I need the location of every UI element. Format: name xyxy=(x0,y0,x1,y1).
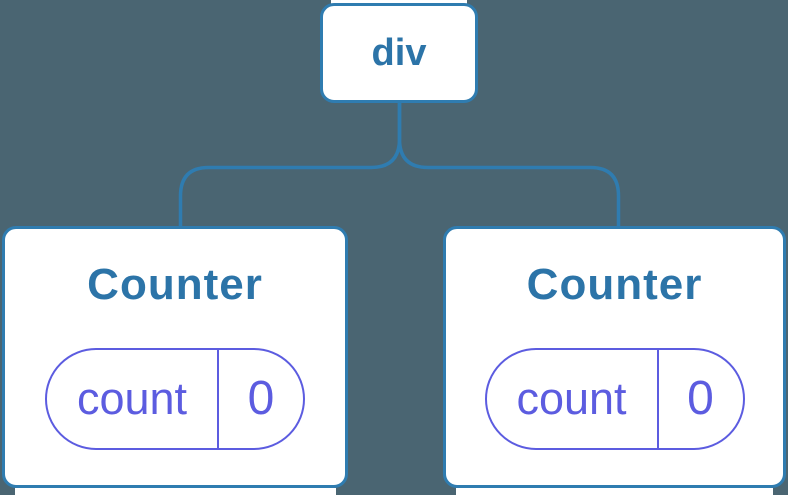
clipped-white-edge-bottom-right xyxy=(456,488,773,495)
connector-left-branch xyxy=(178,100,402,229)
counter-node-title: Counter xyxy=(87,260,263,309)
counter-node-right: Counter count 0 xyxy=(443,226,786,488)
state-pill: count 0 xyxy=(484,347,745,450)
counter-node-title: Counter xyxy=(526,260,703,309)
state-key-label: count xyxy=(76,372,188,424)
root-node-label: div xyxy=(371,31,427,74)
state-value: 0 xyxy=(247,372,275,426)
pill-divider xyxy=(217,349,219,448)
state-key-label: count xyxy=(516,372,627,424)
clipped-white-edge-top xyxy=(331,0,467,4)
clipped-white-edge-bottom-left xyxy=(15,488,336,495)
counter-node-left: Counter count 0 xyxy=(2,226,348,488)
state-pill: count 0 xyxy=(45,347,305,450)
root-node: div xyxy=(320,3,478,103)
state-value: 0 xyxy=(687,372,714,426)
pill-divider xyxy=(656,349,659,448)
connector-right-branch xyxy=(397,100,621,229)
